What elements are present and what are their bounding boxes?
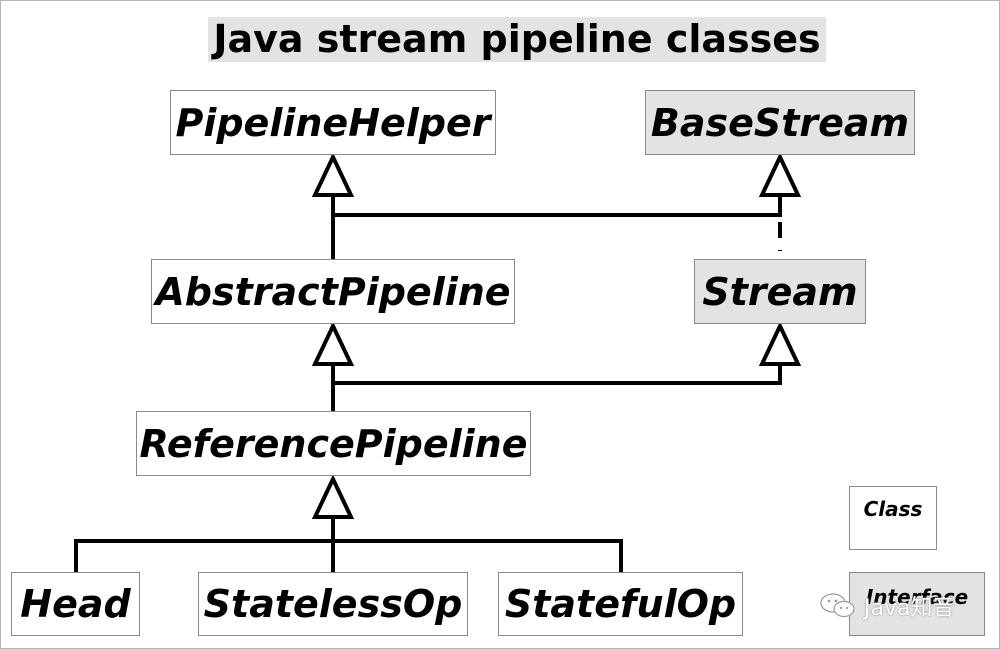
interface-stream: Stream	[694, 259, 866, 324]
legend-interface: Interface	[849, 572, 985, 636]
diagram-title: Java stream pipeline classes	[208, 17, 826, 62]
class-pipelinehelper: PipelineHelper	[170, 90, 496, 155]
edge-referencepipeline-stream	[333, 364, 782, 385]
arrowhead-abstractpipeline	[311, 321, 355, 366]
wechat-icon	[820, 593, 855, 618]
arrowhead-stream	[758, 321, 802, 366]
class-referencepipeline: ReferencePipeline	[136, 411, 531, 476]
interface-basestream: BaseStream	[645, 90, 915, 155]
edge-head-referencepipeline	[74, 539, 623, 572]
arrowhead-basestream	[758, 152, 802, 197]
arrowhead-referencepipeline	[311, 474, 355, 519]
watermark: Java知音	[818, 590, 954, 622]
class-abstractpipeline: AbstractPipeline	[151, 259, 515, 324]
arrowhead-pipelinehelper	[311, 152, 355, 197]
watermark-text: Java知音	[864, 596, 955, 621]
class-head: Head	[11, 572, 140, 636]
class-statefulop: StatefulOp	[498, 572, 743, 636]
class-statelessop: StatelessOp	[198, 572, 468, 636]
edge-abstractpipeline-basestream	[333, 195, 782, 217]
legend-class: Class	[849, 486, 937, 550]
